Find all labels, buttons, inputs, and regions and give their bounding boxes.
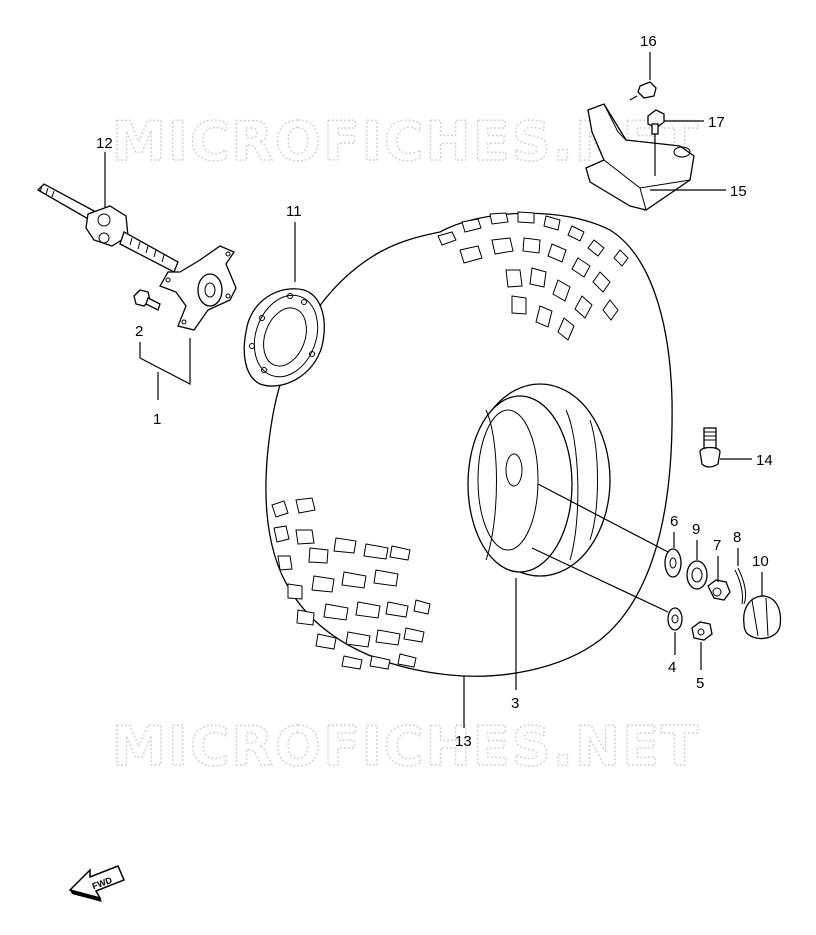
leader-lines — [104, 52, 763, 728]
wheel-rim — [467, 383, 611, 577]
callout-1: 1 — [153, 411, 161, 428]
nut-5 — [691, 621, 713, 641]
callout-12: 12 — [96, 135, 113, 152]
bracket-15 — [585, 103, 695, 211]
brake-disc-11 — [243, 288, 325, 387]
callout-4: 4 — [668, 659, 676, 676]
callout-labels: 1 2 3 4 5 6 7 8 9 10 11 12 13 14 15 16 1… — [96, 33, 773, 750]
fwd-arrow-icon: FWD — [68, 865, 125, 902]
valve-14 — [699, 427, 721, 468]
castle-nut-7 — [707, 579, 731, 601]
callout-6: 6 — [670, 513, 678, 530]
bolt-17 — [647, 109, 665, 176]
bolt-16 — [629, 81, 657, 101]
spacer-9 — [686, 560, 708, 590]
callout-7: 7 — [713, 537, 721, 554]
callout-10: 10 — [752, 553, 769, 570]
callout-9: 9 — [692, 521, 700, 538]
callout-5: 5 — [696, 675, 704, 692]
callout-2: 2 — [135, 323, 143, 340]
bolt-2 — [133, 289, 161, 311]
hub-assembly-1 — [159, 245, 237, 331]
callout-16: 16 — [640, 33, 657, 50]
axle-line-lower — [531, 547, 669, 613]
callout-14: 14 — [756, 452, 773, 469]
hub-cap-10 — [743, 595, 782, 640]
watermark-bottom: MICROFICHES.NET — [112, 715, 700, 778]
callout-11: 11 — [286, 203, 302, 220]
washer-6 — [664, 548, 682, 578]
cotter-pin-8 — [734, 567, 747, 605]
callout-17: 17 — [708, 114, 725, 131]
callout-8: 8 — [733, 529, 741, 546]
tire — [265, 211, 673, 677]
axle-line-upper — [537, 483, 669, 553]
callout-15: 15 — [730, 183, 747, 200]
callout-3: 3 — [511, 695, 519, 712]
tread-upper — [437, 211, 629, 341]
washer-4 — [667, 607, 683, 631]
callout-13: 13 — [455, 733, 472, 750]
drive-shaft-12 — [36, 183, 179, 273]
tread-lower — [271, 497, 431, 670]
